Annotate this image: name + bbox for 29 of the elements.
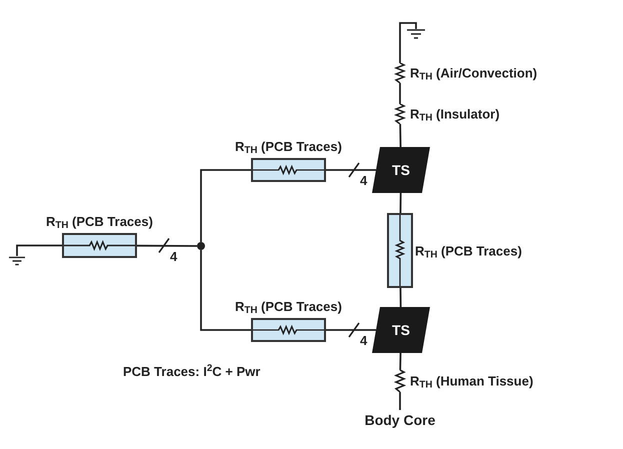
- resistance-label: R$_{TH}$ (PCB Traces): [415, 242, 522, 260]
- ground-symbol: [9, 256, 25, 266]
- body-core-label: Body Core: [364, 410, 436, 430]
- wire: [399, 124, 402, 148]
- wire: [399, 22, 417, 63]
- wire: [200, 169, 251, 242]
- wire: [326, 162, 376, 178]
- sensor-label: TS: [392, 160, 410, 180]
- wire: [16, 244, 62, 256]
- resistance-label: R$_{TH}$ (PCB Traces): [235, 298, 342, 316]
- wire: [399, 392, 401, 410]
- bus-width-label: 4: [169, 250, 178, 262]
- bus-width-label: 4: [359, 174, 368, 187]
- wire: [399, 83, 401, 104]
- wire: [200, 250, 251, 331]
- resistance-label: R$_{TH}$ (Air/Convection): [410, 64, 538, 83]
- wire: [326, 322, 376, 338]
- wire: [399, 352, 402, 370]
- note-text: PCB Traces: I$^{2}$C + Pwr: [123, 362, 260, 381]
- bus-width-label: 4: [359, 334, 368, 347]
- resistance-label: R$_{TH}$ (Human Tissue): [410, 372, 534, 391]
- resistance-label: R$_{TH}$ (PCB Traces): [235, 138, 342, 156]
- resistance-label: R$_{TH}$ (Insulator): [410, 105, 500, 124]
- ground-symbol: [407, 29, 425, 39]
- wire: [400, 192, 402, 214]
- wire: [400, 288, 402, 308]
- resistance-label: R$_{TH}$ (PCB Traces): [46, 212, 153, 231]
- sensor-label: TS: [392, 320, 410, 340]
- wire: [137, 238, 197, 253]
